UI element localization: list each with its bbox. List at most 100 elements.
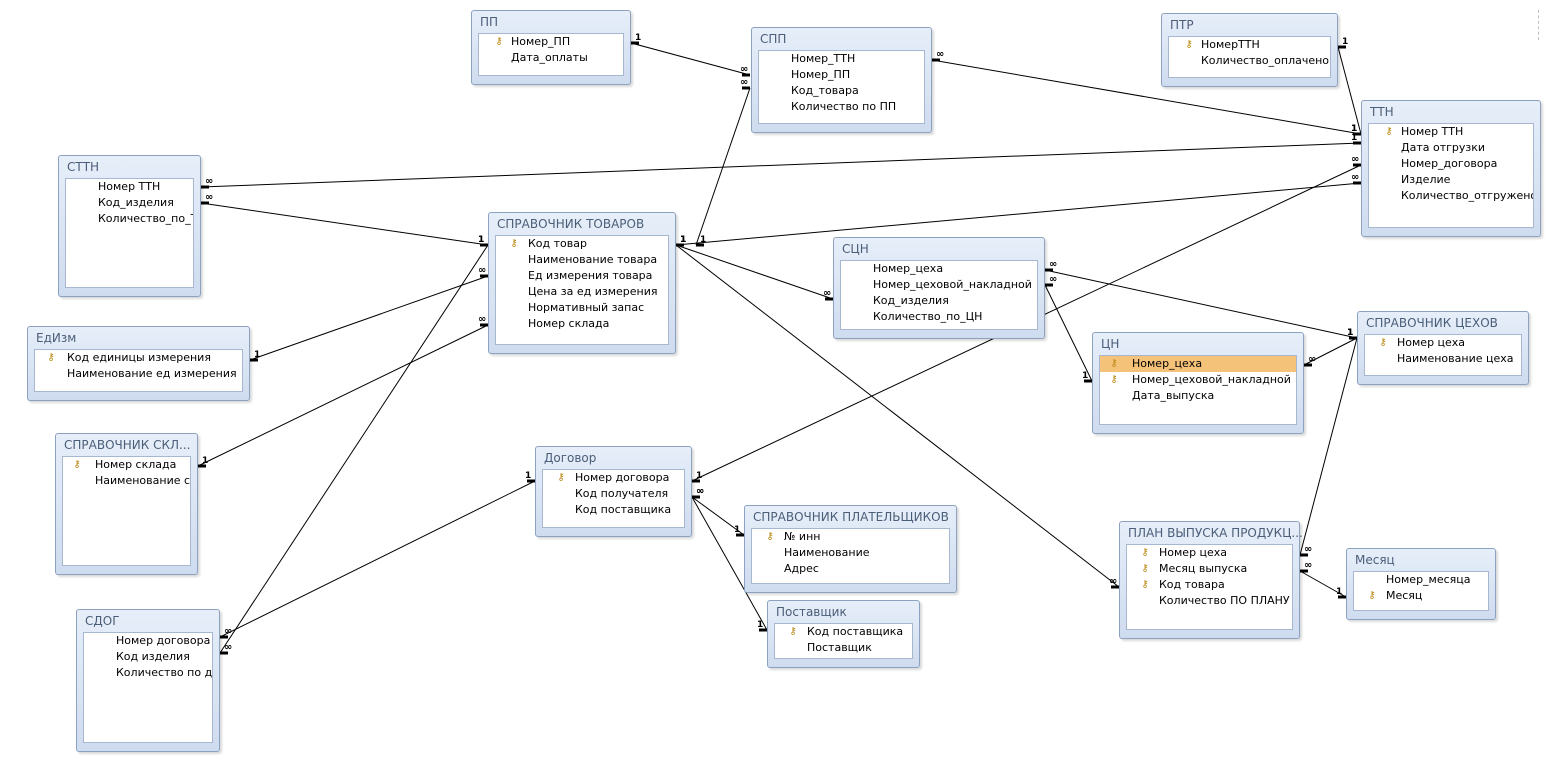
field-row[interactable]: Номер_месяца [1354, 572, 1488, 588]
field-row[interactable]: Номер_ТТН [759, 51, 924, 67]
field-row[interactable]: ⚷Код товар [496, 236, 668, 252]
field-row[interactable]: Количество_по_ТТН [66, 211, 193, 227]
field-row[interactable]: Наименование цеха [1365, 351, 1521, 367]
relationship-line[interactable] [1303, 337, 1358, 366]
field-row[interactable]: Дата_оплаты [479, 50, 623, 66]
table-title-plan-vypuska[interactable]: ПЛАН ВЫПУСКА ПРОДУКЦ... [1128, 526, 1303, 540]
relationship-line[interactable] [1299, 570, 1347, 598]
table-title-postavshik[interactable]: Поставщик [776, 605, 847, 619]
field-row[interactable]: Наименование товара [496, 252, 668, 268]
field-row[interactable]: Дата_выпуска [1100, 388, 1296, 404]
table-title-sttn[interactable]: СТТН [67, 160, 100, 174]
field-row[interactable]: ⚷Код товара [1127, 577, 1292, 593]
relationship-line[interactable] [200, 142, 1362, 188]
relationship-line[interactable] [1299, 337, 1358, 556]
field-row[interactable]: Изделие [1369, 172, 1533, 188]
field-row[interactable]: ⚷Номер склада [63, 457, 190, 473]
table-title-sprav-platelshikov[interactable]: СПРАВОЧНИК ПЛАТЕЛЬЩИКОВ [753, 510, 949, 524]
table-sttn[interactable]: СТТН Номер ТТНКод_изделияКоличество_по_Т… [58, 155, 201, 297]
field-row[interactable]: Наименование [752, 545, 949, 561]
field-row[interactable]: Нормативный запас [496, 300, 668, 316]
field-row[interactable]: Код изделия [84, 649, 212, 665]
table-title-ptr[interactable]: ПТР [1170, 18, 1194, 32]
table-title-spp[interactable]: СПП [760, 32, 787, 46]
relationship-line[interactable] [219, 244, 489, 654]
relationship-line[interactable] [1044, 284, 1093, 382]
field-row[interactable]: ⚷Код единицы измерения [35, 350, 242, 366]
table-title-cn[interactable]: ЦН [1101, 337, 1120, 351]
field-row[interactable]: Номер_цеха [841, 261, 1037, 277]
field-row[interactable]: Адрес [752, 561, 949, 577]
relationship-line[interactable] [200, 202, 489, 246]
field-row[interactable]: Код получателя [543, 486, 684, 502]
field-row[interactable]: Количество_отгружено [1369, 188, 1533, 204]
table-title-mesyac[interactable]: Месяц [1355, 553, 1395, 567]
table-title-edizm[interactable]: ЕдИзм [36, 331, 77, 345]
relationship-line[interactable] [675, 182, 1362, 246]
table-mesyac[interactable]: Месяц Номер_месяца⚷Месяц [1346, 548, 1496, 620]
field-row[interactable]: Код_изделия [66, 195, 193, 211]
field-row[interactable]: ⚷Номер договора [543, 470, 684, 486]
field-row[interactable]: Ед измерения товара [496, 268, 668, 284]
field-row[interactable]: Номер_договора [1369, 156, 1533, 172]
relationship-line[interactable] [695, 87, 751, 246]
field-row[interactable]: Количество_оплачено [1169, 53, 1330, 69]
field-row[interactable]: ⚷Номер_цеха [1100, 356, 1296, 372]
relationship-line[interactable] [630, 42, 751, 76]
field-row[interactable]: ⚷НомерТТН [1169, 37, 1330, 53]
table-title-dogovor[interactable]: Договор [544, 451, 597, 465]
field-row[interactable]: Код_товара [759, 83, 924, 99]
field-row[interactable]: ⚷Месяц [1354, 588, 1488, 604]
field-row[interactable]: ⚷Номер_цеховой_накладной [1100, 372, 1296, 388]
field-row[interactable]: Номер_цеховой_накладной [841, 277, 1037, 293]
relationship-line[interactable] [219, 480, 536, 638]
field-row[interactable]: Дата отгрузки [1369, 140, 1533, 156]
table-title-sprav-tovarov[interactable]: СПРАВОЧНИК ТОВАРОВ [497, 217, 645, 231]
field-row[interactable]: ⚷Номер цеха [1127, 545, 1292, 561]
field-row[interactable]: ⚷Код поставщика [775, 624, 912, 640]
relationship-line[interactable] [1044, 269, 1358, 339]
table-title-sdog[interactable]: СДОГ [85, 614, 120, 628]
field-row[interactable]: Количество по договору [84, 665, 212, 681]
field-row[interactable]: ⚷Номер ТТН [1369, 124, 1533, 140]
field-row[interactable]: Количество ПО ПЛАНУ [1127, 593, 1292, 609]
field-row[interactable]: Поставщик [775, 640, 912, 656]
field-row[interactable]: Номер_ПП [759, 67, 924, 83]
table-title-pp[interactable]: ПП [480, 15, 499, 29]
field-row[interactable]: ⚷№ инн [752, 529, 949, 545]
relationship-line[interactable] [691, 496, 745, 536]
field-row[interactable]: Количество по ПП [759, 99, 924, 115]
table-title-scn[interactable]: СЦН [842, 242, 869, 256]
table-title-sprav-cehov[interactable]: СПРАВОЧНИК ЦЕХОВ [1366, 316, 1498, 330]
field-row[interactable]: ⚷Номер_ПП [479, 34, 623, 50]
relationship-line[interactable] [675, 244, 834, 300]
field-list-mesyac[interactable]: Номер_месяца⚷Месяц [1353, 571, 1489, 611]
